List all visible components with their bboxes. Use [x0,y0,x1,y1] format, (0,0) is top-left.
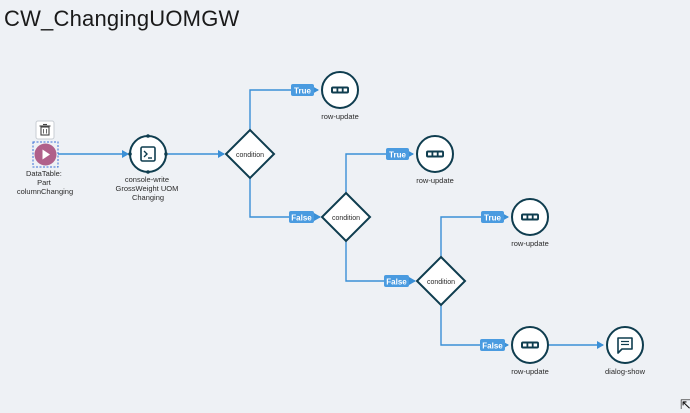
row-update-node-3[interactable]: row-update [511,198,549,248]
row-update-label: row-update [511,239,549,248]
badge-label: False [291,214,312,223]
trigger-node[interactable]: DataTable: Part columnChanging [17,120,73,196]
badge-cond3-true: True [481,211,504,223]
row-update-label: row-update [321,112,359,121]
badge-label: True [294,87,311,96]
condition-node-1[interactable]: condition [224,128,276,180]
ellipsis-icon [426,150,444,158]
row-update-label: row-update [416,176,454,185]
ellipsis-icon [331,86,349,94]
message-icon [617,337,633,354]
row-update-node-4[interactable]: row-update [511,326,549,376]
condition-label: condition [332,215,360,222]
ellipsis-icon [521,341,539,349]
page-title: CW_ChangingUOMGW [4,6,240,31]
dialog-show-label: dialog-show [605,367,646,376]
terminal-icon [140,146,156,162]
row-update-node-2[interactable]: row-update [416,135,454,185]
condition-node-2[interactable]: condition [320,191,372,243]
mouse-cursor-icon: ⇱ [680,397,690,412]
dialog-show-node[interactable]: dialog-show [605,326,646,376]
trash-icon[interactable] [35,120,55,140]
console-write-label: console-write GrossWeight UOM Changing [116,175,181,202]
badge-label: False [386,278,407,287]
condition-node-3[interactable]: condition [415,255,467,307]
selection-box [32,141,59,168]
row-update-label: row-update [511,367,549,376]
row-update-node-1[interactable]: row-update [321,71,359,121]
badge-cond1-true: True [291,84,314,96]
play-icon [42,149,50,160]
badge-cond2-false: False [384,275,409,287]
condition-label: condition [236,152,264,159]
badge-label: True [484,214,501,223]
badge-cond3-false: False [480,339,505,351]
trigger-label: DataTable: Part columnChanging [17,169,73,196]
ellipsis-icon [521,213,539,221]
badge-cond1-false: False [289,211,314,223]
badge-label: False [482,342,503,351]
badge-label: True [389,151,406,160]
badge-cond2-true: True [386,148,409,160]
console-write-node[interactable]: console-write GrossWeight UOM Changing [116,134,181,202]
condition-label: condition [427,279,455,286]
